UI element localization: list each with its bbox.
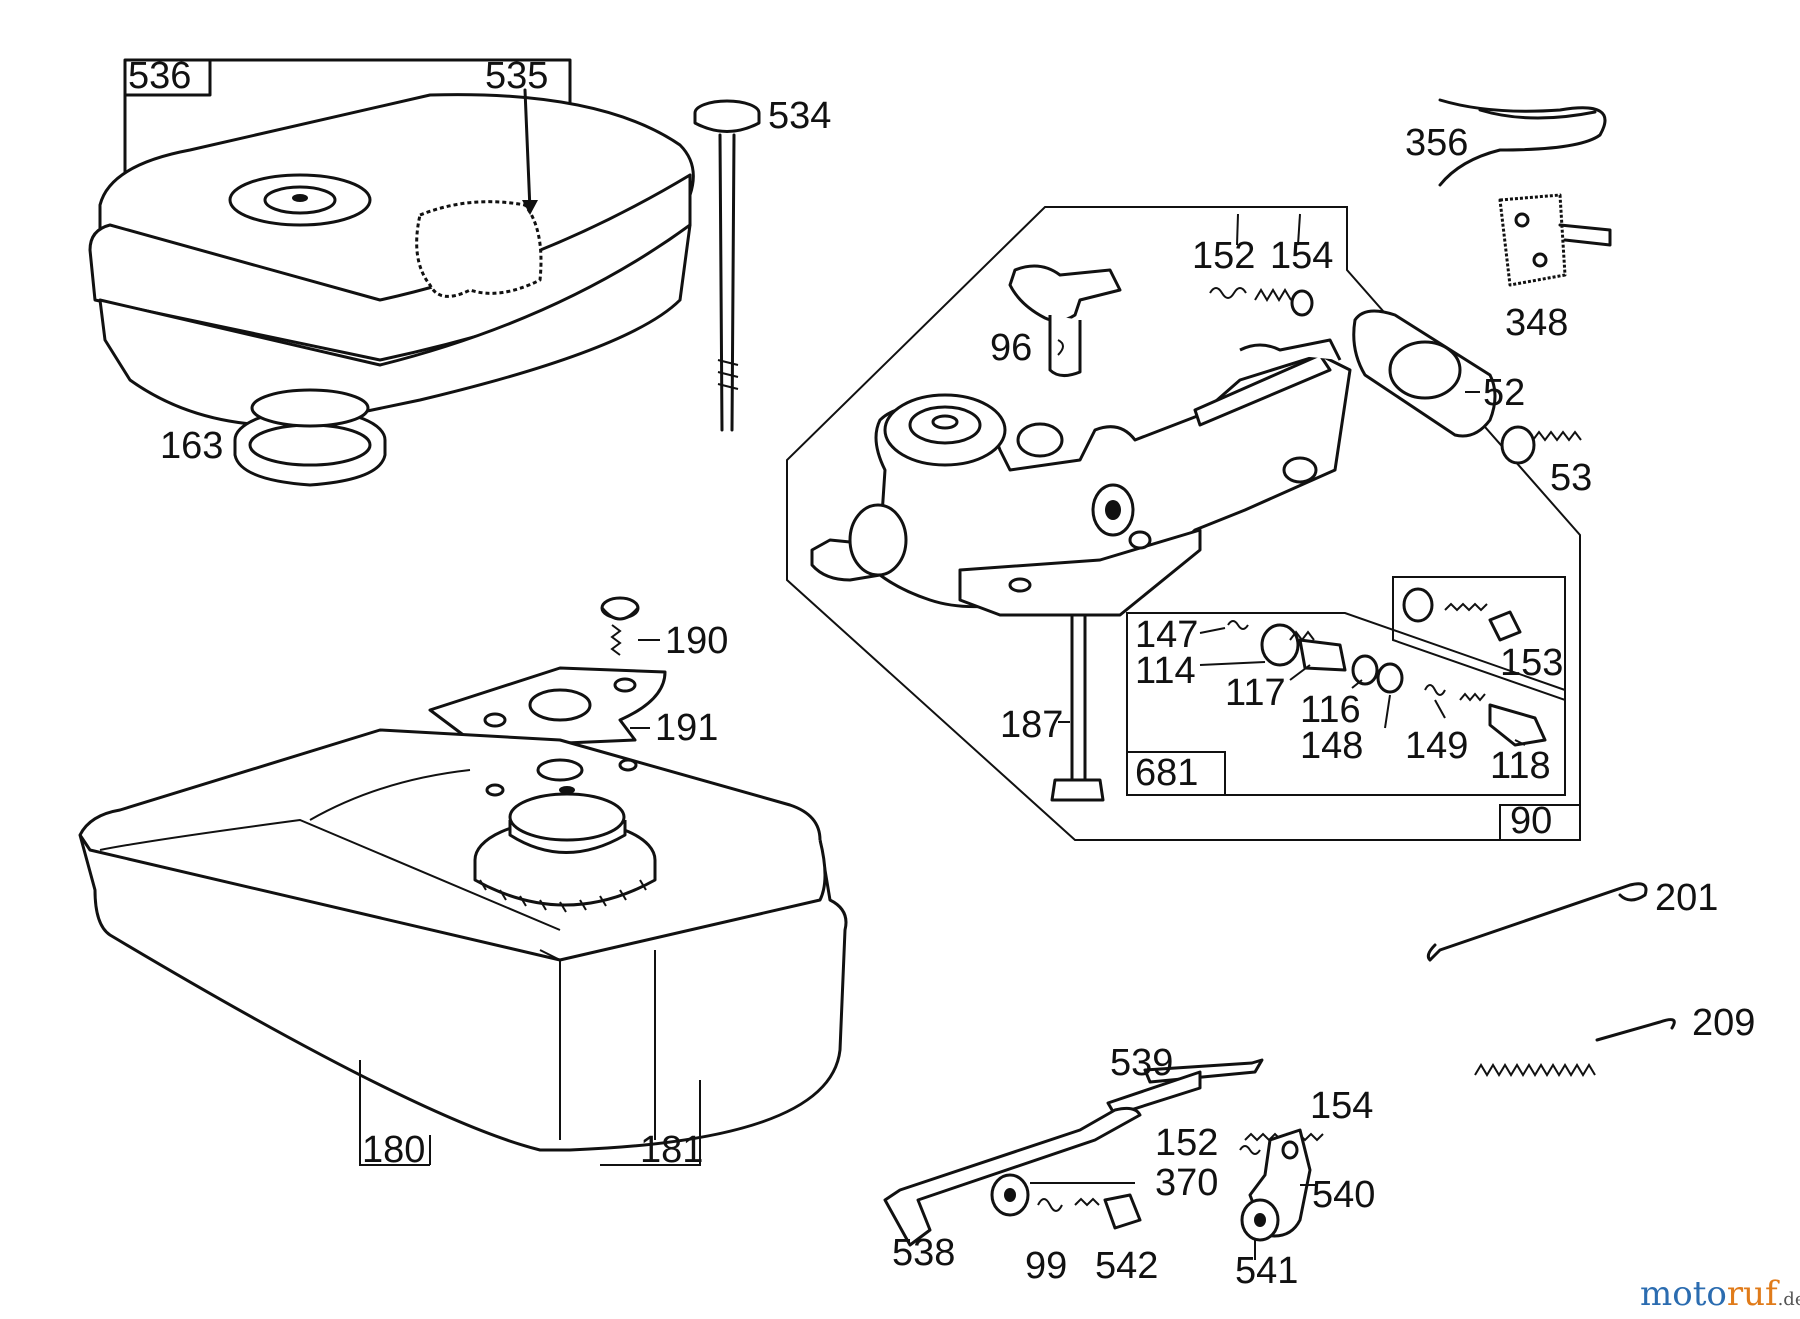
part-number-labels: 536 535 534 163 356 348 152 154 96 52 53… bbox=[128, 55, 1755, 1292]
label-96: 96 bbox=[990, 327, 1032, 369]
governor-parts bbox=[883, 1058, 1324, 1260]
label-149: 149 bbox=[1405, 725, 1468, 767]
label-118: 118 bbox=[1490, 745, 1551, 787]
fuel-tank-assembly bbox=[78, 596, 848, 1166]
air-cleaner-assembly bbox=[88, 58, 695, 487]
label-540: 540 bbox=[1312, 1174, 1375, 1216]
label-154-top: 154 bbox=[1270, 235, 1333, 277]
watermark-logo: motoruf.de bbox=[1640, 1274, 1800, 1314]
label-534: 534 bbox=[768, 95, 831, 137]
label-681: 681 bbox=[1135, 752, 1198, 794]
label-148: 148 bbox=[1300, 725, 1363, 767]
label-90: 90 bbox=[1510, 800, 1552, 842]
label-191: 191 bbox=[655, 707, 718, 749]
label-180: 180 bbox=[362, 1129, 425, 1171]
watermark-brand-left: moto bbox=[1640, 1274, 1727, 1314]
label-116: 116 bbox=[1300, 689, 1361, 731]
label-356: 356 bbox=[1405, 122, 1468, 164]
label-163: 163 bbox=[160, 425, 223, 467]
watermark-tld: .de bbox=[1778, 1289, 1800, 1310]
label-147: 147 bbox=[1135, 614, 1198, 656]
label-538: 538 bbox=[892, 1232, 955, 1274]
watermark-brand-right: ruf bbox=[1727, 1274, 1780, 1314]
label-370: 370 bbox=[1155, 1162, 1218, 1204]
label-152-bottom: 152 bbox=[1155, 1122, 1218, 1164]
label-187: 187 bbox=[1000, 704, 1063, 746]
carburetor-assembly bbox=[786, 206, 1582, 841]
label-201: 201 bbox=[1655, 877, 1718, 919]
linkages bbox=[1426, 882, 1676, 1077]
label-117: 117 bbox=[1225, 672, 1286, 714]
label-181: 181 bbox=[640, 1129, 703, 1171]
label-542: 542 bbox=[1095, 1245, 1158, 1287]
label-114: 114 bbox=[1135, 650, 1196, 692]
label-209: 209 bbox=[1692, 1002, 1755, 1044]
wire-and-plate bbox=[1438, 98, 1612, 287]
label-53: 53 bbox=[1550, 457, 1592, 499]
label-535: 535 bbox=[485, 55, 548, 97]
label-190: 190 bbox=[665, 620, 728, 662]
dipstick bbox=[693, 99, 761, 432]
label-541: 541 bbox=[1235, 1250, 1298, 1292]
label-153: 153 bbox=[1500, 642, 1563, 684]
label-152-top: 152 bbox=[1192, 235, 1255, 277]
label-539: 539 bbox=[1110, 1042, 1173, 1084]
label-99: 99 bbox=[1025, 1245, 1067, 1287]
label-348: 348 bbox=[1505, 302, 1568, 344]
svg-text:motoruf.de: motoruf.de bbox=[1640, 1274, 1800, 1314]
label-154-bottom: 154 bbox=[1310, 1085, 1373, 1127]
label-52: 52 bbox=[1483, 372, 1525, 414]
label-536: 536 bbox=[128, 55, 191, 97]
